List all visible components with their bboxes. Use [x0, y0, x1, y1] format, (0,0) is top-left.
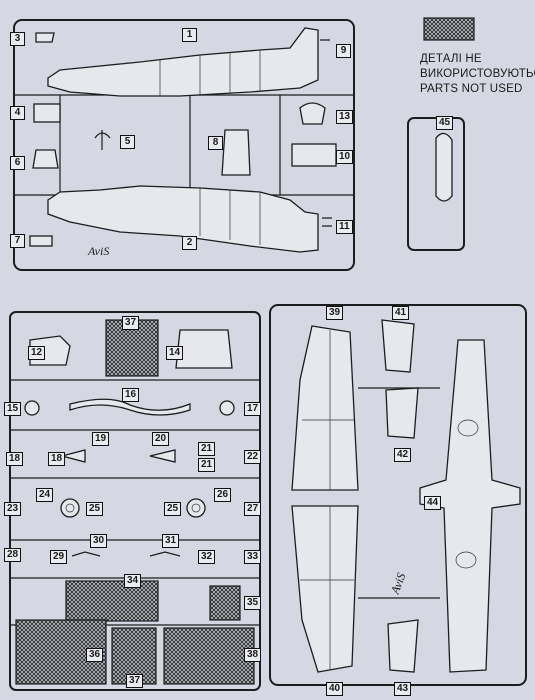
part-number: 3 — [10, 32, 25, 46]
part-number: 33 — [244, 550, 262, 564]
part-number: 27 — [244, 502, 262, 516]
part-38-block — [163, 627, 255, 685]
sprue-c — [269, 304, 527, 686]
part-number: 29 — [50, 550, 68, 564]
sprue-b — [9, 311, 261, 691]
part-number: 15 — [4, 402, 22, 416]
part-number: 14 — [166, 346, 184, 360]
part-number: 23 — [4, 502, 22, 516]
wing-lower-44 — [419, 339, 521, 673]
part-35-block — [209, 585, 241, 621]
part-number: 18 — [48, 452, 66, 466]
part-number: 45 — [436, 116, 454, 130]
sprue-unused — [407, 117, 465, 251]
part-15 — [24, 400, 40, 416]
part-8 — [221, 129, 251, 176]
part-19 — [59, 449, 86, 463]
part-number: 25 — [86, 502, 104, 516]
part-number: 19 — [92, 432, 110, 446]
part-number: 30 — [90, 534, 108, 548]
legend-hatch-sample — [423, 17, 475, 41]
wheel-left — [60, 498, 80, 518]
legend-text-uk-1: ДЕТАЛІ НЕ — [420, 53, 482, 65]
part-41 — [381, 319, 415, 373]
part-number: 13 — [336, 110, 354, 124]
part-number: 43 — [394, 682, 412, 696]
propeller — [69, 398, 191, 416]
part-number: 7 — [10, 234, 25, 248]
part-number: 17 — [244, 402, 262, 416]
part-number: 32 — [198, 550, 216, 564]
part-13 — [299, 102, 326, 125]
part-number: 4 — [10, 106, 25, 120]
part-number: 35 — [244, 596, 262, 610]
part-20 — [149, 449, 176, 463]
part-number: 44 — [424, 496, 442, 510]
part-number: 22 — [244, 450, 262, 464]
part-number: 39 — [326, 306, 344, 320]
part-number: 21 — [198, 442, 216, 456]
part-number: 5 — [120, 135, 135, 149]
part-number: 18 — [6, 452, 24, 466]
part-number: 34 — [124, 574, 142, 588]
part-number: 37 — [122, 316, 140, 330]
part-6 — [32, 149, 59, 169]
part-7 — [29, 235, 53, 247]
part-number: 38 — [244, 648, 262, 662]
part-number: 8 — [208, 136, 223, 150]
sprue-a — [13, 19, 355, 271]
part-number: 31 — [162, 534, 180, 548]
part-number: 28 — [4, 548, 22, 562]
part-17 — [219, 400, 235, 416]
part-4 — [33, 103, 61, 123]
part-number: 40 — [326, 682, 344, 696]
part-number: 24 — [36, 488, 54, 502]
part-number: 37 — [126, 674, 144, 688]
part-number: 10 — [336, 150, 354, 164]
wing-upper-right — [291, 505, 359, 673]
legend-text-en: PARTS NOT USED — [420, 83, 523, 95]
legend-text-uk-2: ВИКОРИСТОВУЮТЬСЯ — [420, 68, 535, 80]
part-number: 2 — [182, 236, 197, 250]
part-number: 9 — [336, 44, 351, 58]
part-number: 12 — [28, 346, 46, 360]
fuselage-half-2 — [47, 185, 319, 253]
part-number: 20 — [152, 432, 170, 446]
part-10 — [291, 143, 337, 167]
wing-upper-left — [291, 325, 359, 491]
part-number: 42 — [394, 448, 412, 462]
part-number: 11 — [336, 220, 353, 234]
part-34-block — [65, 580, 159, 622]
part-number: 21 — [198, 458, 216, 472]
part-42 — [385, 387, 419, 439]
part-3 — [35, 32, 55, 43]
part-43 — [387, 619, 419, 673]
part-number: 25 — [164, 502, 182, 516]
part-number: 16 — [122, 388, 140, 402]
avis-logo-a: AviS — [88, 244, 110, 258]
part-14 — [175, 329, 233, 369]
part-number: 1 — [182, 28, 197, 42]
part-number: 26 — [214, 488, 232, 502]
part-45-canopy — [435, 132, 453, 202]
part-number: 36 — [86, 648, 104, 662]
part-number: 6 — [10, 156, 25, 170]
wheel-right — [186, 498, 206, 518]
part-number: 41 — [392, 306, 410, 320]
